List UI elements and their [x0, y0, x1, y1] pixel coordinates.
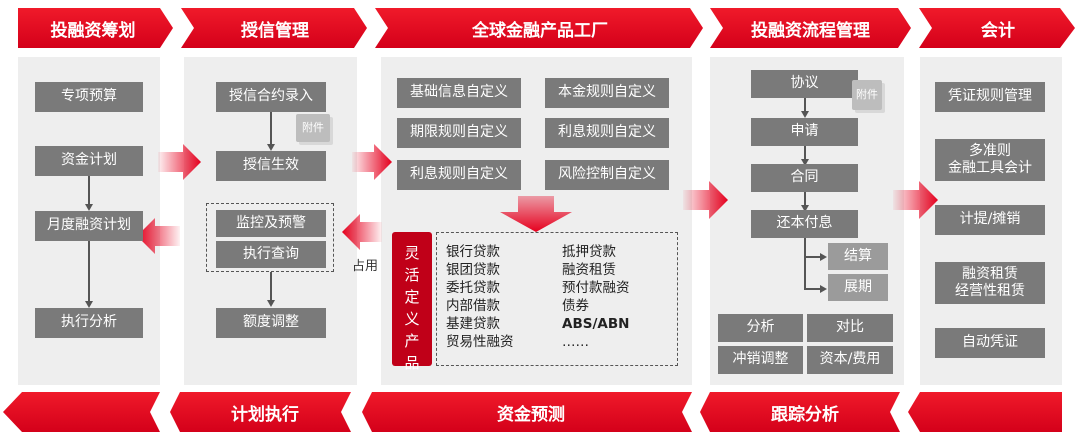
credit-monitor-group [206, 203, 334, 272]
rule-term[interactable]: 期限规则自定义 [397, 118, 521, 148]
flow-branch-line-2 [804, 288, 820, 290]
credit-exec-query[interactable]: 执行查询 [216, 241, 326, 268]
stage-label-accounting: 会计 [981, 20, 1015, 41]
stage-label-credit: 授信管理 [241, 20, 309, 41]
credit-arrowhead-2 [267, 300, 275, 307]
bottom-chevron-right [908, 392, 1062, 432]
bottom-chevron-plan [170, 392, 351, 432]
product-item: 银行贷款 [446, 244, 500, 260]
plan-item-monthly-financing[interactable]: 月度融资计划 [35, 211, 143, 241]
arrow-flow-to-accounting [893, 181, 938, 219]
arrow-credit-to-factory [352, 144, 392, 180]
flow-branch-extend[interactable]: 展期 [828, 274, 888, 301]
bottom-chevron-left [3, 392, 160, 432]
flow-grid-analysis[interactable]: 分析 [718, 314, 803, 342]
rule-risk-control[interactable]: 风险控制自定义 [545, 160, 669, 190]
product-item: 融资租赁 [562, 262, 616, 278]
credit-monitor-warning[interactable]: 监控及预警 [216, 210, 326, 237]
plan-line-2 [88, 241, 90, 301]
acct-multi-standard[interactable]: 多准则 金融工具会计 [935, 139, 1045, 181]
product-item: 预付款融资 [562, 280, 630, 296]
stage-chevron-4 [710, 8, 911, 48]
stage-label-factory: 全球金融产品工厂 [472, 20, 608, 41]
product-item: 银团贷款 [446, 262, 500, 278]
flow-line-1 [804, 98, 806, 111]
credit-effective[interactable]: 授信生效 [216, 151, 326, 181]
product-item: 贸易性融资 [446, 334, 514, 350]
flow-arrowhead-2 [801, 159, 809, 166]
bottom-label-fund-forecast: 资金预测 [497, 404, 565, 425]
stage-label-flow: 投融资流程管理 [751, 20, 870, 41]
bottom-label-tracking: 跟踪分析 [771, 404, 839, 425]
bottom-banner [3, 392, 1062, 432]
product-item: …… [562, 334, 589, 350]
bottom-label-plan-exec: 计划执行 [231, 404, 299, 425]
flow-grid-capital-expense[interactable]: 资本/费用 [807, 346, 893, 374]
flow-branch-settle[interactable]: 结算 [828, 243, 888, 270]
stage-chevron-5 [919, 8, 1075, 48]
acct-leasing[interactable]: 融资租赁 经营性租赁 [935, 262, 1045, 304]
flow-arrowhead-3 [801, 205, 809, 212]
credit-limit-adjust[interactable]: 额度调整 [216, 308, 326, 338]
product-item: ABS/ABN [562, 316, 630, 332]
flex-product-label: 灵活定义产品 [404, 244, 420, 372]
stage-chevron-2 [181, 8, 367, 48]
flow-grid-writeoff[interactable]: 冲销调整 [718, 346, 803, 374]
flow-step-apply[interactable]: 申请 [751, 118, 858, 146]
flow-line-3 [804, 192, 806, 205]
product-item: 内部借款 [446, 298, 500, 314]
plan-arrowhead-2 [85, 301, 93, 308]
arrow-credit-to-planning [137, 218, 180, 254]
rule-basic-info[interactable]: 基础信息自定义 [397, 78, 521, 108]
plan-item-fund-plan[interactable]: 资金计划 [35, 146, 143, 176]
plan-item-special-budget[interactable]: 专项预算 [35, 82, 143, 112]
bottom-chevron-track [700, 392, 900, 432]
stage-chevron-1 [18, 8, 173, 48]
occupy-label: 占用 [352, 259, 379, 274]
bottom-chevron-forecast [362, 392, 692, 432]
top-banner [18, 8, 1075, 48]
flow-step-agreement[interactable]: 协议 [751, 70, 858, 98]
acct-auto-voucher[interactable]: 自动凭证 [935, 328, 1045, 358]
plan-arrowhead-1 [85, 204, 93, 211]
rule-interest[interactable]: 利息规则自定义 [545, 118, 669, 148]
flow-branch-arrowhead-1 [820, 253, 827, 261]
credit-contract-entry[interactable]: 授信合约录入 [216, 82, 326, 112]
plan-item-exec-analysis[interactable]: 执行分析 [35, 308, 143, 338]
product-item: 基建贷款 [446, 316, 500, 332]
product-item: 委托贷款 [446, 280, 500, 296]
product-item: 抵押贷款 [562, 244, 616, 260]
rule-principal[interactable]: 本金规则自定义 [545, 78, 669, 108]
flow-branch-arrowhead-2 [820, 285, 827, 293]
flow-branch-trunk [804, 238, 806, 290]
credit-attachment-icon[interactable]: 附件 [296, 114, 330, 142]
flow-step-contract[interactable]: 合同 [751, 164, 858, 192]
credit-arrowhead-1 [267, 144, 275, 151]
rule-interest-2[interactable]: 利息规则自定义 [397, 160, 521, 190]
flow-attachment-icon[interactable]: 附件 [852, 80, 882, 110]
acct-accrual[interactable]: 计提/摊销 [935, 205, 1045, 235]
arrow-factory-down [500, 196, 572, 232]
stage-label-planning: 投融资筹划 [50, 20, 136, 41]
arrow-factory-to-flow [683, 181, 728, 219]
flex-product-tag: 灵活定义产品 [392, 232, 432, 372]
flow-attachment-label: 附件 [856, 88, 878, 101]
credit-line-1 [270, 112, 272, 144]
plan-line-1 [88, 176, 90, 204]
credit-line-2 [270, 272, 272, 300]
acct-voucher-rules[interactable]: 凭证规则管理 [935, 82, 1045, 112]
product-item: 债券 [562, 298, 589, 314]
flow-branch-line-1 [804, 256, 820, 258]
credit-attachment-label: 附件 [302, 121, 324, 134]
flow-line-2 [804, 146, 806, 159]
flow-arrowhead-1 [801, 111, 809, 118]
arrow-planning-to-credit [158, 144, 201, 180]
flow-step-repay[interactable]: 还本付息 [751, 210, 858, 238]
arrow-factory-to-credit [342, 214, 382, 250]
product-list-box [436, 232, 678, 366]
flow-grid-compare[interactable]: 对比 [807, 314, 893, 342]
stage-chevron-3 [375, 8, 703, 48]
